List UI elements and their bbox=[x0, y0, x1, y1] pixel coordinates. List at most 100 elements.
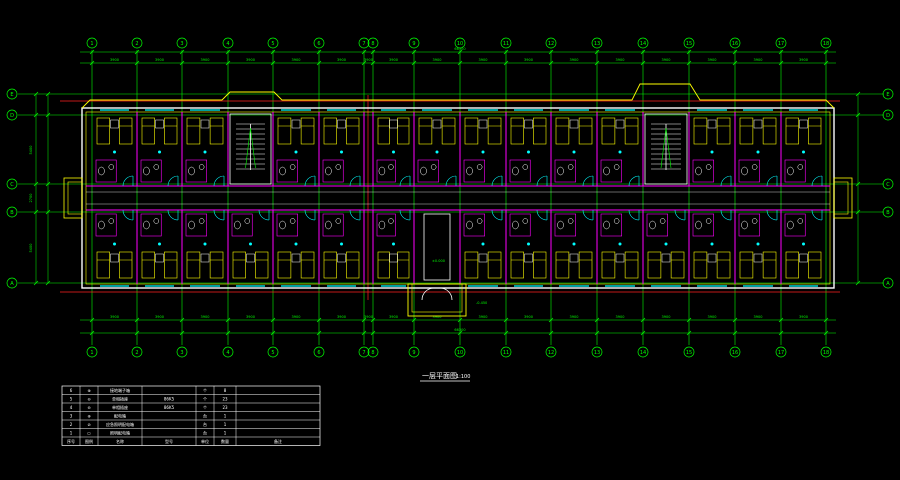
bed bbox=[601, 117, 616, 145]
bathroom bbox=[322, 159, 344, 183]
bed bbox=[377, 117, 390, 145]
axis-label-C: C bbox=[10, 182, 14, 188]
bathroom bbox=[463, 159, 486, 183]
door-swing bbox=[304, 175, 316, 187]
axis-bubble-18 bbox=[820, 346, 832, 358]
dim-tick bbox=[33, 280, 39, 286]
legend-cell-qty: 23 bbox=[222, 405, 228, 410]
axis-label-6: 6 bbox=[317, 350, 320, 356]
dim-value: 3900 bbox=[662, 58, 671, 62]
axis-bubble-3 bbox=[176, 37, 188, 49]
dim-value: 3900 bbox=[433, 58, 442, 62]
axis-bubble-12 bbox=[545, 37, 557, 49]
legend-cell-no: 5 bbox=[70, 397, 73, 402]
dim-tick bbox=[548, 49, 554, 55]
guest-rooms bbox=[95, 109, 823, 287]
legend-cell-qty: 1 bbox=[224, 414, 227, 419]
bathroom bbox=[185, 213, 208, 237]
axis-bubble-14 bbox=[637, 37, 649, 49]
nightstand bbox=[200, 119, 210, 129]
electrical-outlet bbox=[340, 150, 343, 154]
bathroom bbox=[738, 159, 761, 183]
drawing-scale: 1:100 bbox=[456, 374, 470, 380]
bed bbox=[186, 251, 201, 279]
washbasin bbox=[705, 218, 712, 224]
toilet bbox=[741, 166, 748, 176]
bathroom bbox=[554, 213, 577, 237]
legend-frame bbox=[61, 385, 321, 446]
axis-bubble-A bbox=[6, 277, 18, 289]
dim-tick bbox=[686, 49, 692, 55]
dim-tick bbox=[179, 330, 185, 336]
roof-outline bbox=[81, 83, 835, 109]
axis-label-C: C bbox=[886, 182, 890, 188]
dim-tick bbox=[778, 317, 784, 323]
dim-tick bbox=[225, 317, 231, 323]
bed bbox=[464, 251, 479, 279]
nightstand bbox=[478, 253, 488, 263]
dim-tick bbox=[686, 317, 692, 323]
axis-bubble-5 bbox=[267, 346, 279, 358]
nightstand bbox=[389, 119, 398, 129]
door-swing bbox=[213, 209, 225, 221]
legend-cell-no: 3 bbox=[70, 414, 73, 419]
axis-label-17: 17 bbox=[778, 350, 784, 356]
axis-label-E: E bbox=[10, 92, 13, 98]
toilet bbox=[557, 166, 564, 176]
bathroom bbox=[140, 159, 162, 183]
electrical-outlet bbox=[527, 242, 530, 246]
dim-tick bbox=[316, 330, 322, 336]
toilet bbox=[279, 220, 286, 230]
axis-label-1: 1 bbox=[90, 350, 93, 356]
bed bbox=[277, 251, 292, 279]
bathroom bbox=[376, 159, 396, 183]
toilet bbox=[466, 220, 473, 230]
dim-tick bbox=[686, 60, 692, 66]
dim-tick bbox=[134, 317, 140, 323]
dim-value: 3900 bbox=[110, 315, 119, 319]
dim-value: 3900 bbox=[155, 315, 164, 319]
toilet bbox=[603, 220, 610, 230]
washbasin bbox=[567, 164, 574, 170]
electrical-outlet bbox=[158, 242, 161, 246]
dim-value: 3900 bbox=[246, 58, 255, 62]
electrical-outlet bbox=[481, 242, 485, 246]
axis-bubbles: 1122334455667788991010111112121313141415… bbox=[6, 37, 894, 358]
legend-cell-unit: 单位 bbox=[201, 438, 209, 444]
washbasin bbox=[335, 218, 342, 224]
drawing-title-block: 一层平面图 1:100 bbox=[420, 372, 470, 382]
bed bbox=[533, 251, 547, 279]
dim-value: 3900 bbox=[364, 58, 373, 62]
bed bbox=[487, 117, 502, 145]
bed bbox=[693, 251, 708, 279]
axis-label-5: 5 bbox=[271, 41, 274, 47]
washbasin bbox=[289, 164, 296, 170]
bed bbox=[624, 117, 639, 145]
legend-cell-no: 1 bbox=[70, 431, 73, 436]
door-swing bbox=[720, 175, 732, 187]
axis-bubble-B bbox=[882, 206, 894, 218]
dim-tick bbox=[686, 330, 692, 336]
nightstand bbox=[432, 119, 442, 129]
bathroom bbox=[509, 213, 531, 237]
washbasin bbox=[430, 164, 437, 170]
dim-tick bbox=[370, 330, 376, 336]
bed bbox=[739, 251, 754, 279]
electrical-outlet bbox=[710, 150, 714, 154]
toilet bbox=[279, 166, 286, 176]
bed bbox=[141, 251, 155, 279]
nightstand bbox=[291, 253, 301, 263]
axis-bubble-D bbox=[6, 109, 18, 121]
axis-label-2: 2 bbox=[135, 41, 138, 47]
legend-cell-mark: ⊖ bbox=[87, 397, 90, 402]
dim-tick bbox=[778, 49, 784, 55]
bed bbox=[346, 117, 360, 145]
dimension-lines: 3900390039003900390039003900390039003900… bbox=[29, 47, 861, 336]
axis-bubble-4 bbox=[222, 37, 234, 49]
bed bbox=[670, 251, 685, 279]
dim-tick bbox=[33, 209, 39, 215]
dim-tick bbox=[179, 60, 185, 66]
axis-label-16: 16 bbox=[732, 350, 738, 356]
nightstand bbox=[337, 119, 346, 129]
bed bbox=[96, 251, 110, 279]
